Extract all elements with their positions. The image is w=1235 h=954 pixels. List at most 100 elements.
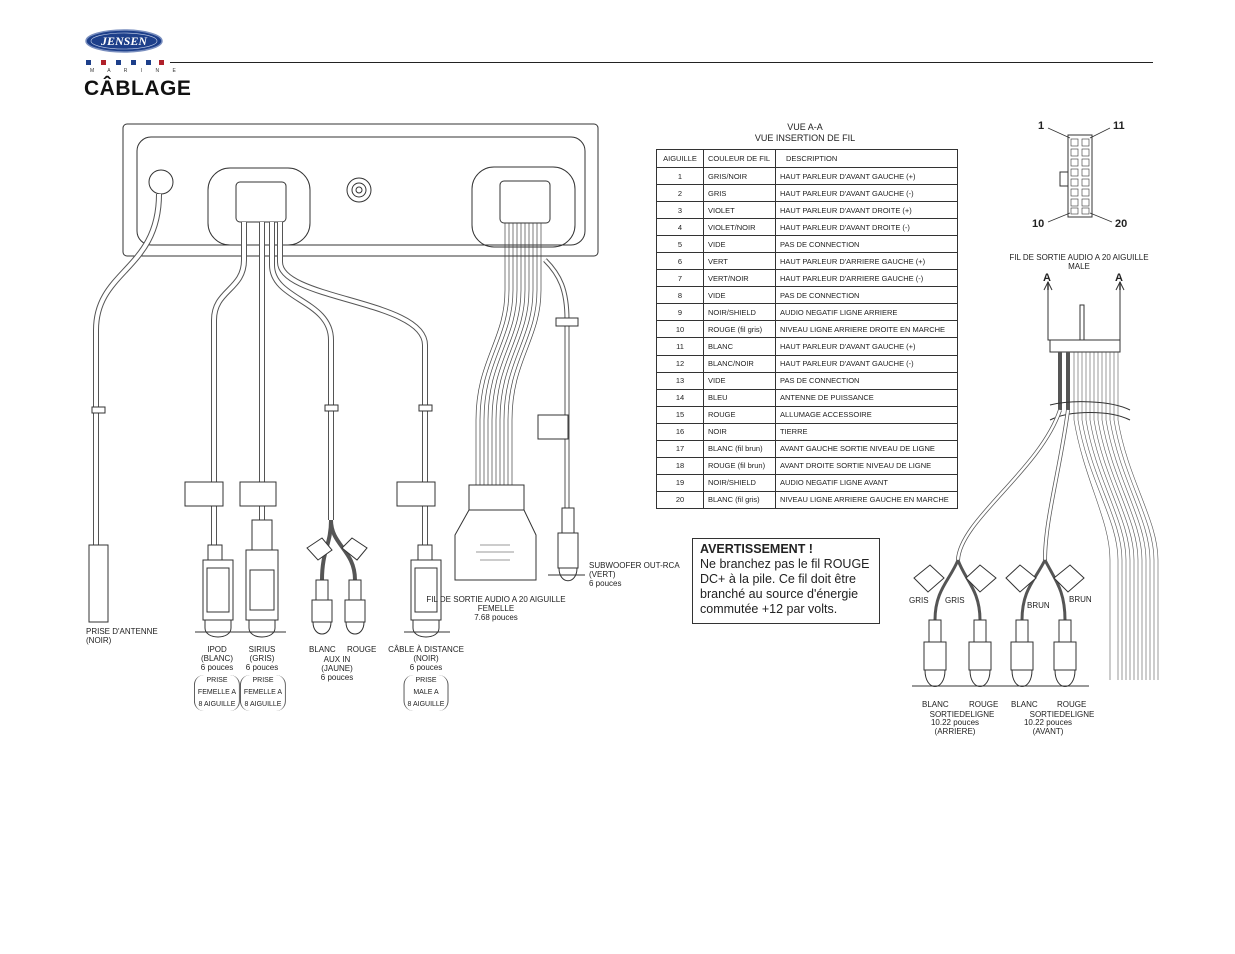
wire-color: VERT/NOIR bbox=[703, 269, 776, 288]
pin-number: 10 bbox=[656, 320, 704, 339]
wire-color: GRIS/NOIR bbox=[703, 166, 776, 186]
pin-description: HAUT PARLEUR D'ARRIERE GAUCHE (+) bbox=[775, 252, 958, 271]
pin-number: 9 bbox=[656, 303, 704, 322]
label-line: SIRIUS bbox=[248, 645, 276, 654]
label-line: 6 pouces bbox=[200, 663, 234, 672]
warning-box: AVERTISSEMENT ! Ne branchez pas le fil R… bbox=[692, 538, 880, 624]
pin-number: 20 bbox=[656, 490, 704, 510]
pin-description: HAUT PARLEUR D'AVANT GAUCHE (+) bbox=[775, 337, 958, 356]
front-red-label: ROUGE bbox=[1057, 700, 1087, 709]
wire-color: BLEU bbox=[703, 388, 776, 407]
rear-red-label: ROUGE bbox=[969, 700, 999, 709]
antenna-label: PRISE D'ANTENNE (NOIR) bbox=[86, 627, 158, 645]
pin-description: TIERRE bbox=[775, 422, 958, 441]
pin-label-11: 11 bbox=[1113, 120, 1125, 132]
wire-color: GRIS bbox=[703, 184, 776, 203]
label-line: SORTIEDELIGNE bbox=[1029, 710, 1095, 719]
pin-number: 3 bbox=[656, 201, 704, 220]
label-line: PRISE D'ANTENNE bbox=[86, 627, 158, 636]
wire-color: VIOLET bbox=[703, 201, 776, 220]
pin-description: PAS DE CONNECTION bbox=[775, 235, 958, 254]
label-line: 8 AIGUILLE bbox=[244, 701, 282, 708]
pin-number: 2 bbox=[656, 184, 704, 203]
ipod-jack-label: PRISE FEMELLE A 8 AIGUILLE bbox=[193, 675, 241, 711]
pin-number: 5 bbox=[656, 235, 704, 254]
wire-color: BLANC bbox=[703, 337, 776, 356]
pin-label-20: 20 bbox=[1115, 218, 1128, 230]
wire-color: NOIR/SHIELD bbox=[703, 303, 776, 322]
rear-white-label: BLANC bbox=[922, 700, 949, 709]
warning-title: AVERTISSEMENT ! bbox=[700, 542, 813, 556]
warning-line: Ne branchez pas le fil ROUGE bbox=[700, 557, 870, 571]
label-line: IPOD bbox=[207, 645, 227, 654]
pin-description: AVANT DROITE SORTIE NIVEAU DE LIGNE bbox=[775, 456, 958, 475]
pin-description: PAS DE CONNECTION bbox=[775, 371, 958, 390]
label-line: (ARRIERE) bbox=[934, 727, 976, 736]
label-line: FEMELLE A bbox=[197, 689, 237, 696]
label-line: PRISE bbox=[415, 677, 437, 684]
label-line: 6 pouces bbox=[320, 673, 354, 682]
column-header: COULEUR DE FIL bbox=[703, 149, 776, 168]
sirius-jack-label: PRISE FEMELLE A 8 AIGUILLE bbox=[239, 675, 287, 711]
pin-description: NIVEAU LIGNE ARRIERE GAUCHE EN MARCHE bbox=[775, 490, 958, 510]
label-line: (GRIS) bbox=[249, 654, 275, 663]
wire-color: NOIR/SHIELD bbox=[703, 473, 776, 492]
pin-number: 15 bbox=[656, 405, 704, 424]
pin-description: HAUT PARLEUR D'ARRIERE GAUCHE (-) bbox=[775, 269, 958, 288]
wire-color: ROUGE (fil brun) bbox=[703, 456, 776, 475]
section-mark-right: A bbox=[1115, 272, 1123, 284]
front-white-label: BLANC bbox=[1011, 700, 1038, 709]
pin-label-1: 1 bbox=[1038, 120, 1045, 132]
column-header: AIGUILLE bbox=[656, 149, 704, 168]
pin-description: AUDIO NEGATIF LIGNE AVANT bbox=[775, 473, 958, 492]
warning-line: commutée +12 par volts. bbox=[700, 602, 838, 616]
label-line: PRISE bbox=[252, 677, 274, 684]
label-line: 7.68 pouces bbox=[474, 613, 518, 622]
label-line: (AVANT) bbox=[1032, 727, 1064, 736]
brun-label-left: BRUN bbox=[1027, 601, 1050, 610]
label-line: 8 AIGUILLE bbox=[198, 701, 236, 708]
pin-description: HAUT PARLEUR D'AVANT GAUCHE (+) bbox=[775, 166, 958, 186]
label-line: SUBWOOFER OUT-RCA bbox=[589, 561, 680, 570]
pin-description: AUDIO NEGATIF LIGNE ARRIERE bbox=[775, 303, 958, 322]
gris-label-right: GRIS bbox=[945, 596, 965, 605]
warning-line: branché au source d'énergie bbox=[700, 587, 859, 601]
label-line: 10.22 pouces bbox=[1023, 718, 1073, 727]
pin-number: 8 bbox=[656, 286, 704, 305]
label-line: 10.22 pouces bbox=[930, 718, 980, 727]
pin-description: HAUT PARLEUR D'AVANT DROITE (-) bbox=[775, 218, 958, 237]
view-line-2: VUE INSERTION DE FIL bbox=[754, 133, 856, 143]
male-harness-label: FIL DE SORTIE AUDIO A 20 AIGUILLE MALE bbox=[1009, 253, 1148, 271]
aux-white-label: BLANC bbox=[309, 645, 336, 654]
wire-color: VIDE bbox=[703, 371, 776, 390]
label-line: 6 pouces bbox=[409, 663, 443, 672]
label-line: (NOIR) bbox=[86, 636, 112, 645]
ipod-label: IPOD (BLANC) 6 pouces bbox=[201, 645, 233, 672]
view-heading: VUE A-A VUE INSERTION DE FIL bbox=[755, 122, 855, 144]
brand-logo-text: JENSEN bbox=[100, 34, 148, 48]
pin-number: 4 bbox=[656, 218, 704, 237]
pin-description: HAUT PARLEUR D'AVANT GAUCHE (-) bbox=[775, 184, 958, 203]
rear-out-label: SORTIEDELIGNE bbox=[930, 710, 995, 719]
pin-description: HAUT PARLEUR D'AVANT GAUCHE (-) bbox=[775, 354, 958, 373]
pin-description: ANTENNE DE PUISSANCE bbox=[775, 388, 958, 407]
pin-label-10: 10 bbox=[1032, 218, 1045, 230]
label-line: (BLANC) bbox=[200, 654, 233, 663]
label-line: FIL DE SORTIE AUDIO A 20 AIGUILLE bbox=[1009, 253, 1149, 262]
